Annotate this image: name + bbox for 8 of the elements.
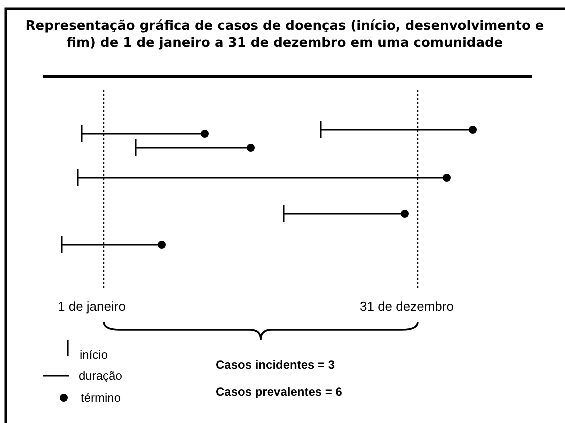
legend-label: duração (79, 369, 122, 383)
case-count: Casos prevalentes = 6 (216, 385, 342, 399)
case-count: Casos incidentes = 3 (216, 358, 336, 372)
date-label: 1 de janeiro (58, 299, 126, 314)
title: Representação gráfica de casos de doenças (início, desenvolvimento e fim) de 1 de janeiro a 31 de dezembro em uma comunidade (24, 18, 546, 52)
legend-label: início (80, 348, 108, 362)
date-label: 31 de dezembro (360, 299, 454, 314)
legend-label: término (81, 391, 122, 405)
